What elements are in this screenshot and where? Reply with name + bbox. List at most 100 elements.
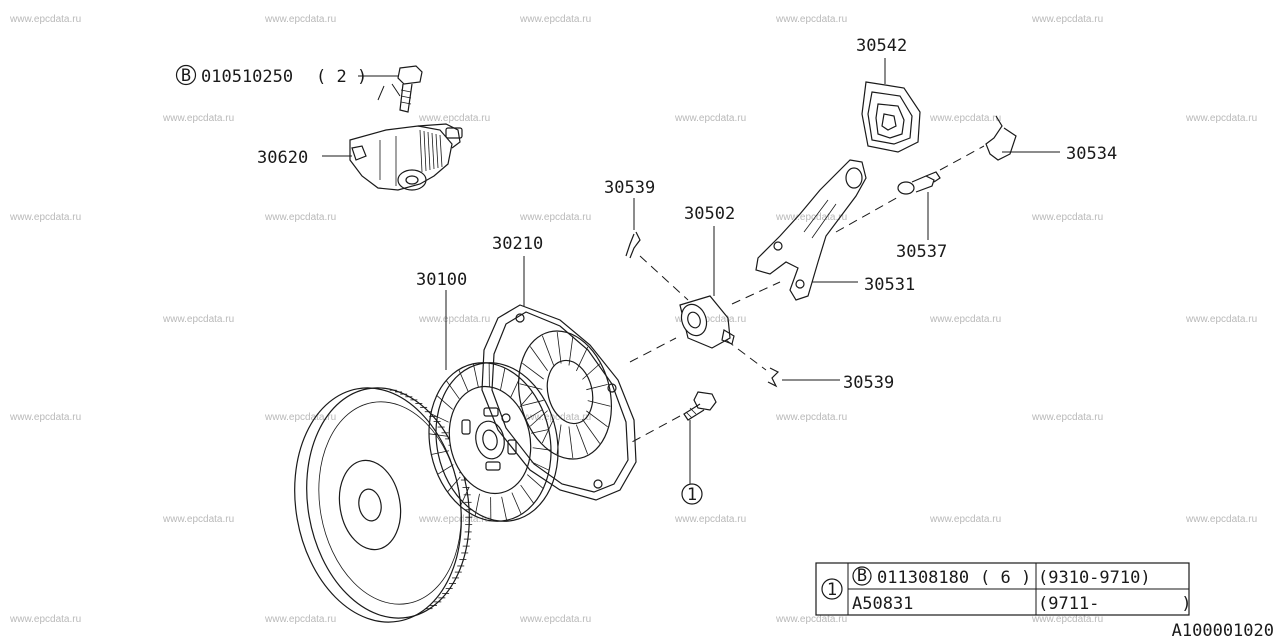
label-30539-top[interactable]: 30539 — [604, 178, 655, 198]
watermark-text: www.epcdata.ru — [1031, 614, 1103, 625]
cylinder-rib — [419, 129, 423, 173]
spring-finger — [541, 335, 555, 366]
watermark-text: www.epcdata.ru — [264, 14, 336, 25]
watermark-text: www.epcdata.ru — [519, 614, 591, 625]
svg-text:010510250: 010510250 — [201, 67, 293, 87]
cover-bolt[interactable] — [683, 391, 717, 421]
cylinder-rib — [439, 134, 443, 168]
spring-finger — [576, 346, 589, 372]
watermark-text: www.epcdata.ru — [1031, 412, 1103, 423]
spring-finger — [568, 426, 574, 459]
watermark-text: www.epcdata.ru — [9, 412, 81, 423]
bolt-top-callout[interactable]: B 010510250 ( 2 ) — [175, 64, 368, 88]
release-fork[interactable] — [755, 159, 867, 301]
disc-segment — [459, 486, 470, 507]
spring-finger — [575, 424, 589, 455]
watermark-text: www.epcdata.ru — [519, 212, 591, 223]
table-part: 011308180 — [877, 568, 969, 588]
watermark-text: www.epcdata.ru — [418, 514, 490, 525]
disc-segment — [428, 433, 448, 437]
label-30534[interactable]: 30534 — [1066, 144, 1117, 164]
table-index: 1 — [827, 580, 837, 600]
label-30100[interactable]: 30100 — [416, 270, 467, 290]
disc-segment — [530, 429, 549, 434]
clip-bottom[interactable] — [767, 367, 780, 388]
disc-segment — [447, 476, 461, 493]
table-range: (9310-9710) — [1038, 568, 1151, 588]
disc-segment — [519, 391, 533, 408]
disc-segment — [474, 493, 480, 517]
disc-segment — [501, 496, 508, 521]
watermark-text: www.epcdata.ru — [929, 113, 1001, 124]
label-30531[interactable]: 30531 — [864, 275, 915, 295]
svg-text:( 2 ): ( 2 ) — [316, 67, 367, 87]
label-30537[interactable]: 30537 — [896, 242, 947, 262]
watermark-text: www.epcdata.ru — [162, 514, 234, 525]
svg-text:1: 1 — [687, 485, 697, 505]
spring-finger — [582, 418, 601, 444]
watermark-text: www.epcdata.ru — [162, 314, 234, 325]
table-row[interactable]: A50831 (9711- ) — [852, 594, 1192, 614]
spring-finger — [586, 383, 608, 391]
release-bearing[interactable] — [677, 295, 735, 349]
disc-segment — [526, 409, 543, 420]
spring-finger — [556, 331, 562, 364]
watermark-text: www.epcdata.ru — [9, 212, 81, 223]
svg-text:B: B — [181, 66, 191, 86]
watermark-text: www.epcdata.ru — [519, 412, 591, 423]
release-fork-boot[interactable] — [861, 81, 921, 153]
watermark-text: www.epcdata.ru — [1031, 212, 1103, 223]
watermark-text: www.epcdata.ru — [775, 14, 847, 25]
spring-finger — [587, 400, 611, 407]
disc-segment — [511, 492, 522, 515]
clip-top[interactable] — [625, 231, 641, 259]
watermark-text: www.epcdata.ru — [929, 514, 1001, 525]
watermark-text: www.epcdata.ru — [1031, 14, 1103, 25]
callout-labels: B 010510250 ( 2 ) 30620 30542 30534 3053… — [175, 36, 1117, 505]
watermark-text: www.epcdata.ru — [674, 113, 746, 124]
cylinder-rib — [431, 132, 435, 170]
table-range: (9711- ) — [1038, 594, 1192, 614]
label-30502[interactable]: 30502 — [684, 204, 735, 224]
clutch-cover[interactable] — [481, 304, 637, 501]
disc-segment — [527, 474, 544, 489]
label-30620[interactable]: 30620 — [257, 148, 308, 168]
ref-1-callout[interactable]: 1 — [681, 483, 703, 505]
watermark-text: www.epcdata.ru — [162, 113, 234, 124]
disc-segment — [500, 367, 506, 391]
spring-finger — [582, 363, 601, 380]
watermark-text: www.epcdata.ru — [9, 14, 81, 25]
clutch-disc[interactable] — [415, 351, 573, 532]
watermark-text: www.epcdata.ru — [1185, 514, 1257, 525]
watermark-text: www.epcdata.ru — [674, 314, 746, 325]
watermark-text: www.epcdata.ru — [775, 212, 847, 223]
spring-finger — [556, 424, 562, 455]
cylinder-bolt[interactable] — [397, 65, 423, 113]
disc-segment — [458, 369, 469, 392]
cylinder-rib — [423, 130, 427, 172]
table-row[interactable]: B 011308180 ( 6 ) (9310-9710) — [852, 566, 1151, 588]
reference-table: 1 B 011308180 ( 6 ) (9310-9710) A50831 (… — [815, 562, 1192, 616]
disc-segment — [437, 464, 454, 475]
watermark-text: www.epcdata.ru — [1185, 113, 1257, 124]
diagram-id: A100001020 — [1172, 621, 1274, 639]
retainer-spring[interactable] — [985, 115, 1017, 161]
disc-segment — [520, 484, 535, 504]
label-30539-bottom[interactable]: 30539 — [843, 373, 894, 393]
spring-finger — [586, 410, 608, 428]
disc-segment — [431, 450, 450, 455]
label-30210[interactable]: 30210 — [492, 234, 543, 254]
watermark-text: www.epcdata.ru — [9, 614, 81, 625]
disc-segment — [472, 363, 479, 388]
spring-finger — [522, 399, 544, 407]
pivot-bolt[interactable] — [897, 171, 941, 195]
watermark-text: www.epcdata.ru — [264, 212, 336, 223]
svg-text:B: B — [857, 566, 867, 586]
label-30542[interactable]: 30542 — [856, 36, 907, 56]
watermark-text: www.epcdata.ru — [775, 614, 847, 625]
assembly-axes — [629, 145, 985, 443]
watermark-text: www.epcdata.ru — [775, 412, 847, 423]
operating-cylinder[interactable] — [349, 123, 463, 191]
watermark-text: www.epcdata.ru — [264, 614, 336, 625]
